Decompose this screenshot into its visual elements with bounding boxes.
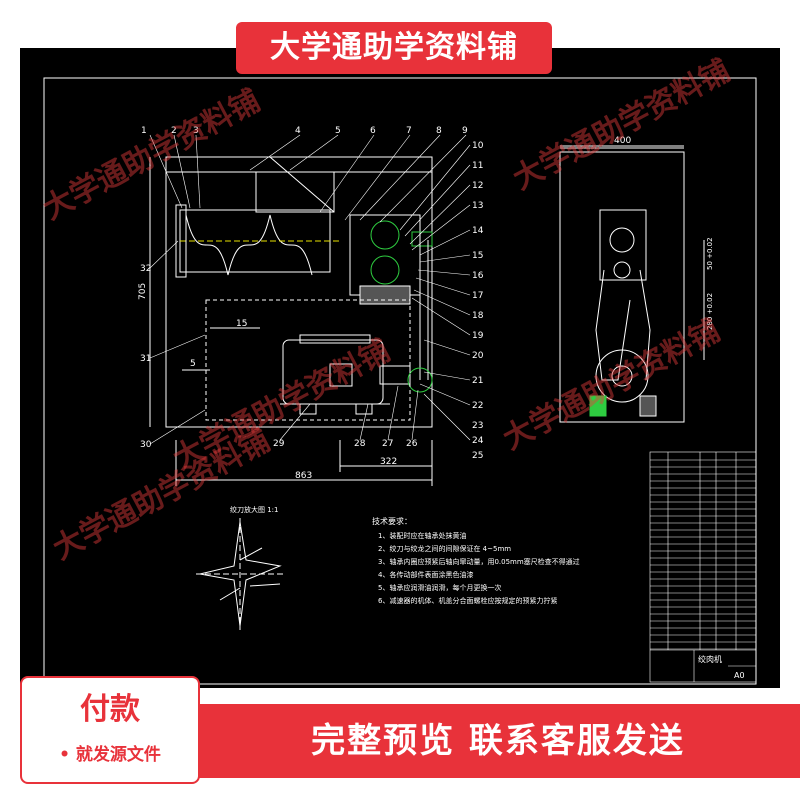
part-number: 4 xyxy=(295,126,301,136)
blade-shape xyxy=(199,521,282,627)
parts-list-rows xyxy=(650,459,756,650)
tech-item: 3、轴承内圈应预紧后轴向窜动量，用0.05mm塞尺检查不得通过 xyxy=(378,557,580,566)
tech-item: 2、绞刀与绞龙之间的间隙保证在 4~5mm xyxy=(378,544,511,553)
part-number: 19 xyxy=(472,331,484,341)
side-view xyxy=(559,145,705,423)
dimension-label: 50 +0.02 xyxy=(706,237,714,270)
part-number: 10 xyxy=(472,141,484,151)
part-number: 23 xyxy=(472,421,483,431)
tech-item: 1、装配时应在轴承处抹黄油 xyxy=(378,531,466,540)
pay-title: 付款 xyxy=(80,692,140,727)
tech-heading: 技术要求： xyxy=(372,516,412,526)
part-number: 8 xyxy=(436,126,442,136)
part-number: 14 xyxy=(472,226,484,236)
dimension-label: 280 +0.02 xyxy=(706,293,714,330)
part-number: 30 xyxy=(140,440,152,450)
part-number: 6 xyxy=(370,126,376,136)
leader-lines xyxy=(149,134,471,445)
pay-subtitle: • 就发源文件 xyxy=(59,745,161,765)
dimension-label: 322 xyxy=(380,457,397,467)
screw-auger xyxy=(185,214,313,276)
part-number: 11 xyxy=(472,161,483,171)
part-number: 3 xyxy=(193,126,199,136)
dimension-label: 400 xyxy=(614,136,631,146)
dimension-label: 15 xyxy=(236,319,247,329)
part-number: 15 xyxy=(472,251,483,261)
dimension-label: 705 xyxy=(138,283,148,300)
part-number: 17 xyxy=(472,291,483,301)
promo-bar: 完整预览 联系客服发送 xyxy=(196,704,800,778)
part-number: 26 xyxy=(406,439,418,449)
part-number: 16 xyxy=(472,271,484,281)
watermark-banner: 大学通助学资料铺 xyxy=(236,22,552,74)
tech-item: 4、各传动部件表面涂黑色油漆 xyxy=(378,570,473,579)
part-number: 13 xyxy=(472,201,483,211)
drawing-frame xyxy=(43,77,757,685)
part-number: 2 xyxy=(171,126,177,136)
part-number: 27 xyxy=(382,439,393,449)
part-number: 5 xyxy=(335,126,341,136)
part-number: 9 xyxy=(462,126,468,136)
cad-background xyxy=(20,48,780,688)
blade-detail xyxy=(196,518,286,630)
part-number: 20 xyxy=(472,351,484,361)
title-block-name: 绞肉机 xyxy=(698,654,722,664)
pay-box: 付款 • 就发源文件 xyxy=(20,676,200,784)
part-number: 32 xyxy=(140,264,151,274)
part-number: 12 xyxy=(472,181,483,191)
parts-list xyxy=(649,451,757,683)
dimension-label: 863 xyxy=(295,471,312,481)
part-number: 24 xyxy=(472,436,484,446)
detail-title: 绞刀放大图 1:1 xyxy=(230,505,279,514)
tech-item: 5、轴承应润滑油润滑，每个月更换一次 xyxy=(378,583,501,592)
part-number: 7 xyxy=(406,126,412,136)
part-number: 21 xyxy=(472,376,483,386)
dimension-label: 5 xyxy=(190,359,196,369)
part-number: 22 xyxy=(472,401,483,411)
part-number: 29 xyxy=(273,439,285,449)
pulley xyxy=(595,349,649,403)
part-number: 25 xyxy=(472,451,483,461)
part-number: 28 xyxy=(354,439,366,449)
part-number: 1 xyxy=(141,126,147,136)
front-view xyxy=(149,156,433,486)
title-block-sheet: A0 xyxy=(734,671,745,680)
part-number: 31 xyxy=(140,354,151,364)
part-number: 18 xyxy=(472,311,484,321)
promo-bottom-text: 完整预览 联系客服发送 xyxy=(311,721,685,761)
tech-item: 6、减速器的机体、机盖分合面螺栓应按规定的预紧力拧紧 xyxy=(378,596,557,605)
